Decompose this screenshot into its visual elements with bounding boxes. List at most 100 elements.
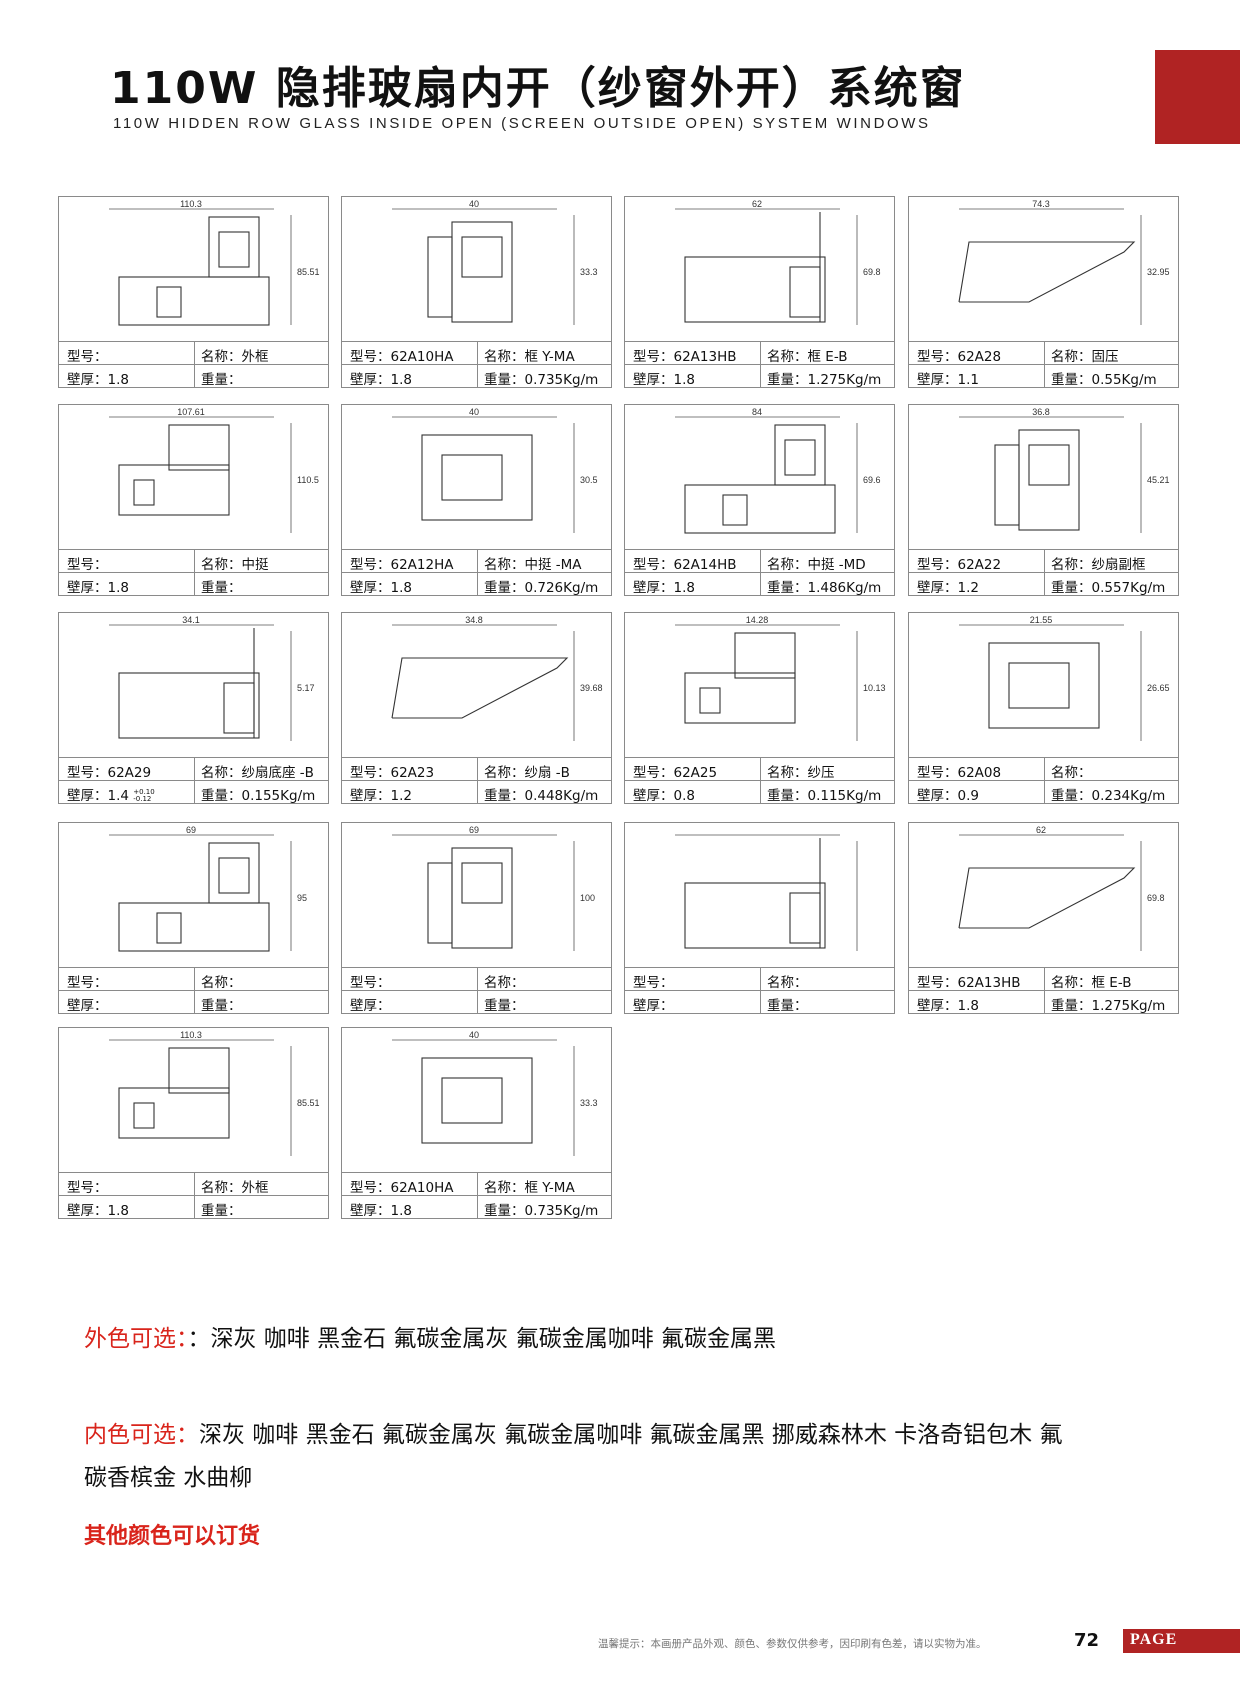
dimension-label: 33.3	[580, 267, 598, 277]
dimension-label: 34.8	[465, 615, 483, 625]
profile-cross-section	[675, 834, 858, 951]
dimension-label: 107.61	[177, 407, 205, 417]
inner-color-label: 内色可选：	[84, 1422, 199, 1448]
spec-wall: 壁厚：1.8	[67, 1203, 129, 1219]
spec-name: 名称：外框	[201, 1180, 269, 1196]
profile-drawing	[624, 822, 895, 968]
profile-spec-table: 型号：名称：壁厚：重量：	[624, 968, 895, 1014]
spec-name: 名称：纱压	[767, 765, 835, 781]
spec-weight: 重量：	[767, 998, 808, 1014]
profile-cross-section: 110.385.51	[109, 1030, 320, 1156]
dimension-label: 69.8	[863, 267, 881, 277]
inner-color-values-cont: 碳香槟金 水曲柳	[84, 1465, 253, 1491]
spec-model: 型号：62A10HA	[350, 349, 454, 365]
spec-model: 型号：	[633, 975, 674, 991]
spec-model: 型号：	[350, 975, 391, 991]
spec-name: 名称：中挺 -MA	[484, 557, 582, 573]
profile-drawing: 62 69.8	[624, 196, 895, 342]
dimension-label: 5.17	[297, 683, 315, 693]
spec-weight: 重量：0.448Kg/m	[484, 788, 599, 804]
profile-cross-section: 69 100	[392, 825, 595, 951]
inner-color-options-cont: 碳香槟金 水曲柳	[84, 1458, 252, 1492]
profile-drawing: 40 33.3	[341, 196, 612, 342]
spec-name: 名称：固压	[1051, 349, 1119, 365]
dimension-label: 69.8	[1147, 893, 1165, 903]
dimension-label: 62	[1036, 825, 1046, 835]
corner-accent-block	[1155, 50, 1240, 144]
spec-weight: 重量：	[201, 580, 242, 596]
spec-model: 型号：	[67, 975, 108, 991]
spec-name: 名称：中挺	[201, 557, 269, 573]
spec-weight: 重量：0.726Kg/m	[484, 580, 599, 596]
profile-cross-section: 40 33.3	[392, 1030, 598, 1156]
dimension-label: 62	[752, 199, 762, 209]
spec-weight: 重量：0.557Kg/m	[1051, 580, 1166, 596]
spec-name: 名称：框 Y-MA	[484, 1180, 575, 1196]
profile-spec-table: 型号：名称：壁厚：重量：	[58, 968, 329, 1014]
spec-wall: 壁厚：1.8	[633, 372, 695, 388]
dimension-label: 84	[752, 407, 762, 417]
page-number: 72	[1074, 1630, 1100, 1651]
dimension-label: 100	[580, 893, 595, 903]
spec-weight: 重量：0.55Kg/m	[1051, 372, 1157, 388]
spec-weight: 重量：0.234Kg/m	[1051, 788, 1166, 804]
spec-wall: 壁厚：1.8	[67, 580, 129, 596]
spec-model: 型号：62A29	[67, 765, 152, 781]
spec-wall: 壁厚：1.8	[67, 372, 129, 388]
spec-wall: 壁厚：1.8	[917, 998, 979, 1014]
spec-name: 名称：	[484, 975, 525, 991]
spec-name: 名称：	[767, 975, 808, 991]
dimension-label: 33.3	[580, 1098, 598, 1108]
spec-weight: 重量：0.735Kg/m	[484, 1203, 599, 1219]
dimension-label: 40	[469, 1030, 479, 1040]
spec-wall: 壁厚：0.8	[633, 788, 695, 804]
dimension-label: 36.8	[1032, 407, 1050, 417]
dimension-label: 69	[186, 825, 196, 835]
dimension-label: 10.13	[863, 683, 886, 693]
inner-color-options: 内色可选：深灰 咖啡 黑金石 氟碳金属灰 氟碳金属咖啡 氟碳金属黑 挪威森林木 …	[84, 1415, 1063, 1449]
spec-model: 型号：62A13HB	[917, 975, 1021, 991]
spec-wall: 壁厚：	[350, 998, 391, 1014]
spec-model: 型号：	[67, 557, 108, 573]
dimension-label: 110.3	[180, 199, 202, 209]
spec-weight: 重量：	[201, 372, 242, 388]
dimension-label: 32.95	[1147, 267, 1170, 277]
wall-tolerance: +0.10-0.12	[133, 788, 155, 803]
dimension-label: 69	[469, 825, 479, 835]
spec-weight: 重量：	[201, 998, 242, 1014]
dimension-label: 45.21	[1147, 475, 1170, 485]
outer-color-options: 外色可选：：深灰 咖啡 黑金石 氟碳金属灰 氟碳金属咖啡 氟碳金属黑	[84, 1319, 776, 1353]
spec-weight: 重量：1.486Kg/m	[767, 580, 882, 596]
dimension-label: 26.65	[1147, 683, 1170, 693]
dimension-label: 40	[469, 199, 479, 209]
spec-weight: 重量：	[484, 998, 525, 1014]
spec-wall: 壁厚：1.8	[350, 580, 412, 596]
profile-cross-section: 110.385.51	[109, 199, 320, 326]
spec-weight: 重量：	[201, 1203, 242, 1219]
spec-model: 型号：62A14HB	[633, 557, 737, 573]
profile-drawing: 40 33.3	[341, 1027, 612, 1173]
page-label: PAGE	[1130, 1631, 1178, 1648]
